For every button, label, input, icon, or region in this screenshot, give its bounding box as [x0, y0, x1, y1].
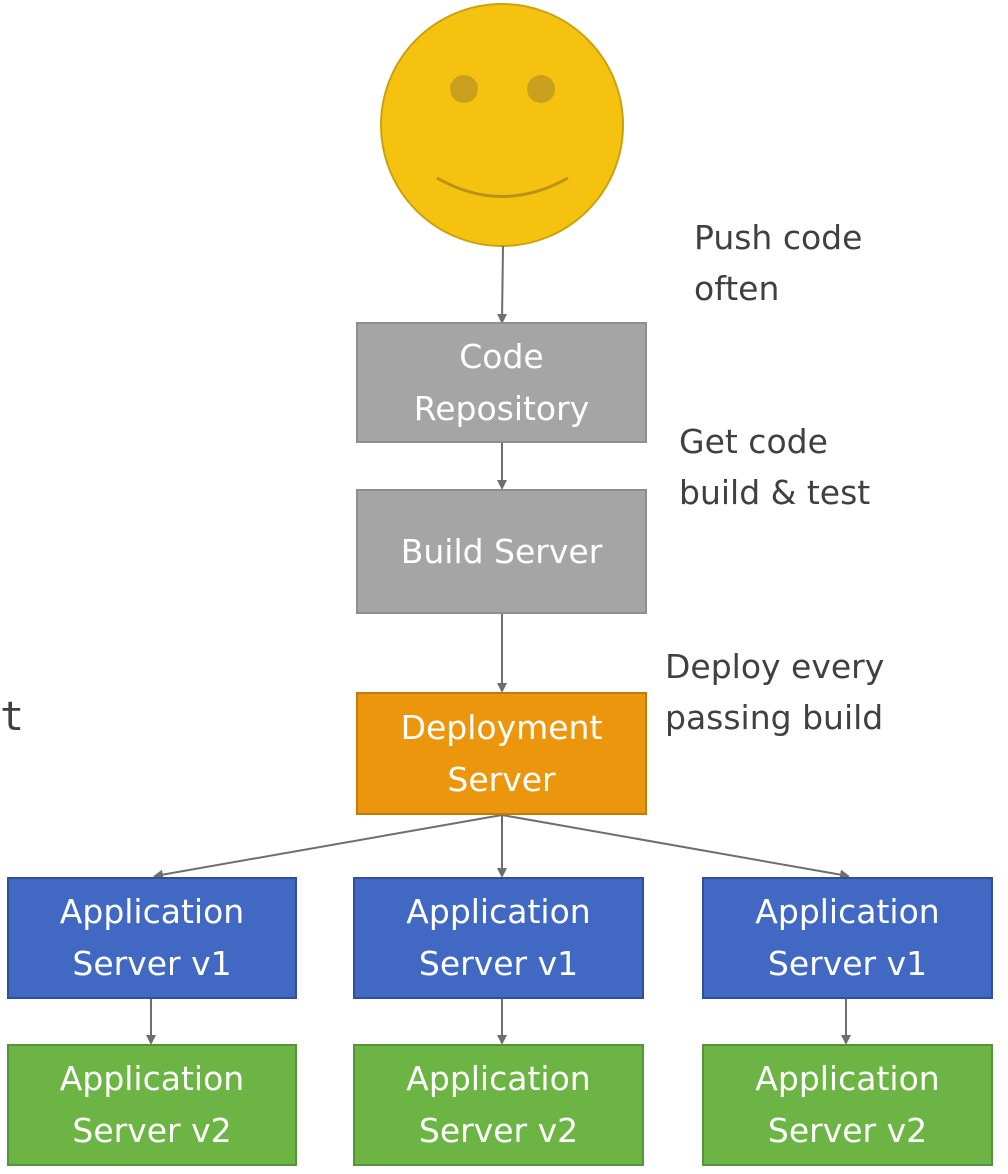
app-server-v2-1: Application Server v2 [7, 1044, 297, 1166]
app-server-v2-2-line-2: Server v2 [418, 1111, 579, 1150]
note-deploy: Deploy every passing build [665, 641, 884, 743]
deployment-server-node: Deployment Server [356, 692, 647, 815]
note-deploy-line-2: passing build [665, 698, 884, 737]
code-repository-line-2: Repository [413, 388, 590, 428]
note-push-line-1: Push code [694, 218, 863, 257]
deployment-server-line-2: Server [447, 759, 556, 799]
note-push-code: Push code often [694, 212, 862, 314]
note-push-line-2: often [694, 269, 780, 308]
code-repository-line-1: Code [459, 336, 544, 376]
build-server-node: Build Server [356, 489, 647, 614]
app-server-v2-3-line-2: Server v2 [767, 1111, 928, 1150]
app-server-v2-3-line-1: Application [755, 1059, 940, 1098]
app-server-v2-3: Application Server v2 [702, 1044, 993, 1166]
smiley-mouth [436, 176, 569, 198]
smiley-right-eye [527, 75, 555, 103]
note-get-line-2: build & test [679, 473, 871, 512]
app-server-v1-1: Application Server v1 [7, 877, 297, 999]
arrow-deployment-to-app-1 [153, 814, 503, 880]
deployment-server-line-1: Deployment [400, 707, 603, 747]
app-server-v1-3: Application Server v1 [702, 877, 993, 999]
app-server-v2-2: Application Server v2 [353, 1044, 644, 1166]
smiley-left-eye [450, 75, 478, 103]
app-server-v1-3-line-1: Application [755, 892, 940, 931]
cropped-side-text: t [0, 694, 25, 740]
app-server-v2-2-line-1: Application [406, 1059, 591, 1098]
app-server-v2-1-line-1: Application [59, 1059, 245, 1098]
app-server-v1-2: Application Server v1 [353, 877, 644, 999]
smiley-face-icon [380, 3, 624, 247]
app-server-v1-2-line-1: Application [406, 892, 591, 931]
app-server-v1-1-line-1: Application [59, 892, 245, 931]
app-server-v2-1-line-2: Server v2 [72, 1111, 232, 1150]
app-server-v1-3-line-2: Server v1 [767, 944, 928, 983]
arrow-deployment-to-app-3 [501, 814, 850, 880]
build-server-label: Build Server [400, 531, 603, 571]
arrow-user-to-repository [497, 245, 508, 324]
code-repository-node: Code Repository [356, 322, 647, 443]
note-deploy-line-1: Deploy every [665, 647, 885, 686]
note-get-line-1: Get code [679, 422, 828, 461]
note-get-code: Get code build & test [679, 416, 870, 518]
app-server-v1-2-line-2: Server v1 [418, 944, 579, 983]
app-server-v1-1-line-2: Server v1 [72, 944, 232, 983]
